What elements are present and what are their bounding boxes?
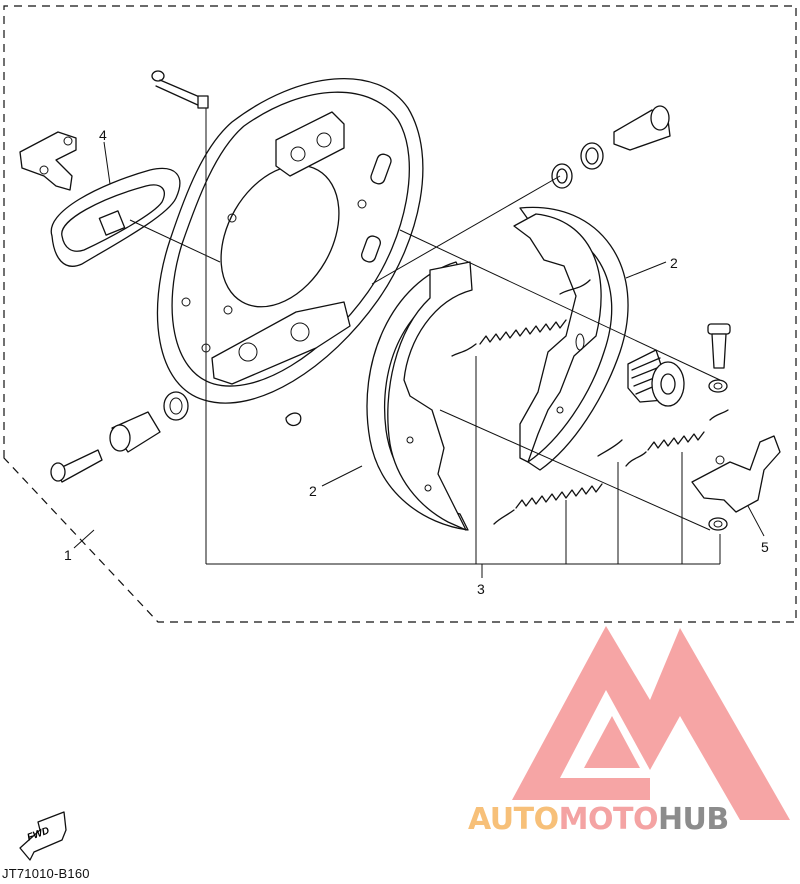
leader-2b bbox=[625, 261, 667, 279]
bleeder-bolt bbox=[50, 449, 103, 483]
watermark-auto: AUTO bbox=[468, 802, 559, 837]
drawing-code: JT71010-B160 bbox=[2, 866, 90, 881]
leader-1 bbox=[73, 529, 95, 549]
watermark-hub: HUB bbox=[657, 802, 729, 837]
callout-5: 5 bbox=[761, 539, 769, 555]
pin-bolt bbox=[151, 70, 209, 109]
adjuster-parts bbox=[551, 105, 671, 189]
return-spring-lower bbox=[493, 439, 623, 525]
callout-3: 3 bbox=[477, 581, 485, 597]
assembly-boundary bbox=[3, 5, 797, 623]
callout-2-left: 2 bbox=[309, 483, 317, 499]
callout-4: 4 bbox=[99, 127, 107, 143]
part-5-bracket bbox=[691, 435, 781, 537]
spring-right bbox=[625, 409, 729, 467]
automotohub-logo-icon bbox=[512, 626, 790, 820]
part-2-shoe-left bbox=[366, 261, 473, 531]
pin-right bbox=[707, 323, 731, 531]
seal-ring bbox=[163, 391, 189, 421]
adjuster-wheel bbox=[627, 349, 685, 407]
callout-1: 1 bbox=[64, 547, 72, 563]
callout-2-right: 2 bbox=[670, 255, 678, 271]
watermark-moto: MOTO bbox=[558, 802, 659, 837]
fwd-arrow-icon bbox=[19, 811, 67, 861]
union-nut bbox=[109, 411, 161, 453]
part-2-shoe-right bbox=[513, 206, 629, 471]
leader-2a bbox=[321, 465, 363, 487]
return-spring-upper bbox=[451, 279, 591, 357]
part-1-backing-plate bbox=[156, 78, 424, 404]
part-4-lever-group bbox=[19, 131, 181, 267]
watermark-text: AUTOMOTOHUB bbox=[468, 800, 729, 840]
guide-lines bbox=[129, 108, 721, 565]
clip-small bbox=[285, 412, 302, 427]
